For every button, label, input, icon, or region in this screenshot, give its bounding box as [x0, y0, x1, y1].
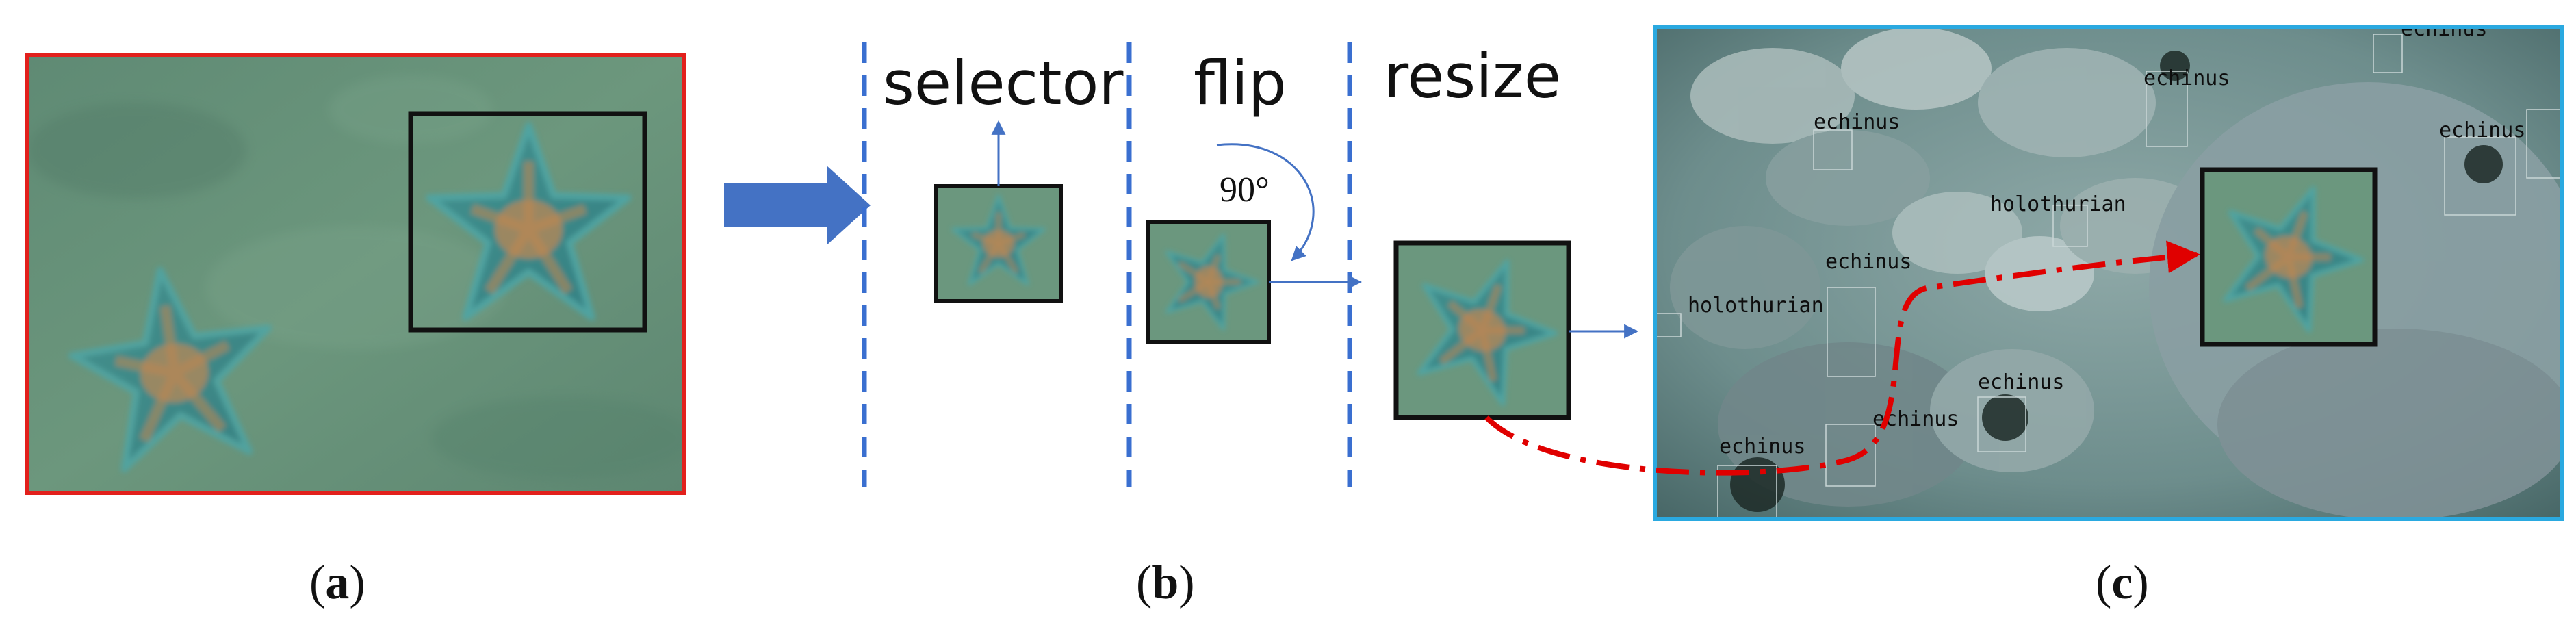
panel-c-target-image: echinus echinus echinus holothurian echi… [1653, 17, 2564, 521]
pasted-crop [2202, 164, 2379, 347]
detection-boxes [1656, 34, 2562, 519]
panel-label-b-open: ( [1136, 556, 1152, 609]
detection-tag: echinus [1814, 110, 1900, 134]
step-label-selector: selector [883, 48, 1124, 118]
selected-crop [934, 184, 1063, 303]
panel-label-c-open: ( [2096, 556, 2112, 609]
rotation-arrow [1216, 143, 1315, 261]
panel-label-a-close: ) [349, 556, 365, 609]
panel-label-b-letter: b [1152, 556, 1179, 609]
panel-label-a: (a) [309, 556, 365, 611]
detection-tag: echinus [1978, 370, 2064, 394]
big-arrow [724, 166, 871, 245]
panel-label-c: (c) [2096, 556, 2149, 611]
detection-tag: holothurian [1990, 192, 2126, 216]
detection-tag: echinus [1825, 250, 1911, 274]
step-label-resize: resize [1384, 41, 1562, 112]
panel-label-c-letter: c [2111, 556, 2133, 609]
panel-b-pipeline [862, 42, 1639, 487]
panel-label-a-open: ( [309, 556, 326, 609]
panel-label-c-close: ) [2133, 556, 2149, 609]
panel-c-border [1653, 25, 2564, 521]
panel-a-source-image [25, 53, 686, 495]
detection-tag: holothurian [1688, 294, 1824, 318]
rotation-angle: 90° [1220, 170, 1270, 209]
step-label-flip: flip [1194, 48, 1287, 118]
detection-tag: echinus [2143, 66, 2230, 90]
selected-crop-box [408, 111, 647, 333]
resized-crop [1395, 238, 1573, 420]
detection-tag: echinus [2439, 118, 2525, 142]
detection-tag: echinus [2401, 17, 2487, 41]
panel-label-b-close: ) [1178, 556, 1195, 609]
panel-label-a-letter: a [325, 556, 350, 609]
panel-label-b: (b) [1136, 556, 1195, 611]
flipped-crop [1146, 220, 1271, 344]
detection-tag: echinus [1719, 435, 1805, 459]
panel-a-border [25, 53, 686, 495]
